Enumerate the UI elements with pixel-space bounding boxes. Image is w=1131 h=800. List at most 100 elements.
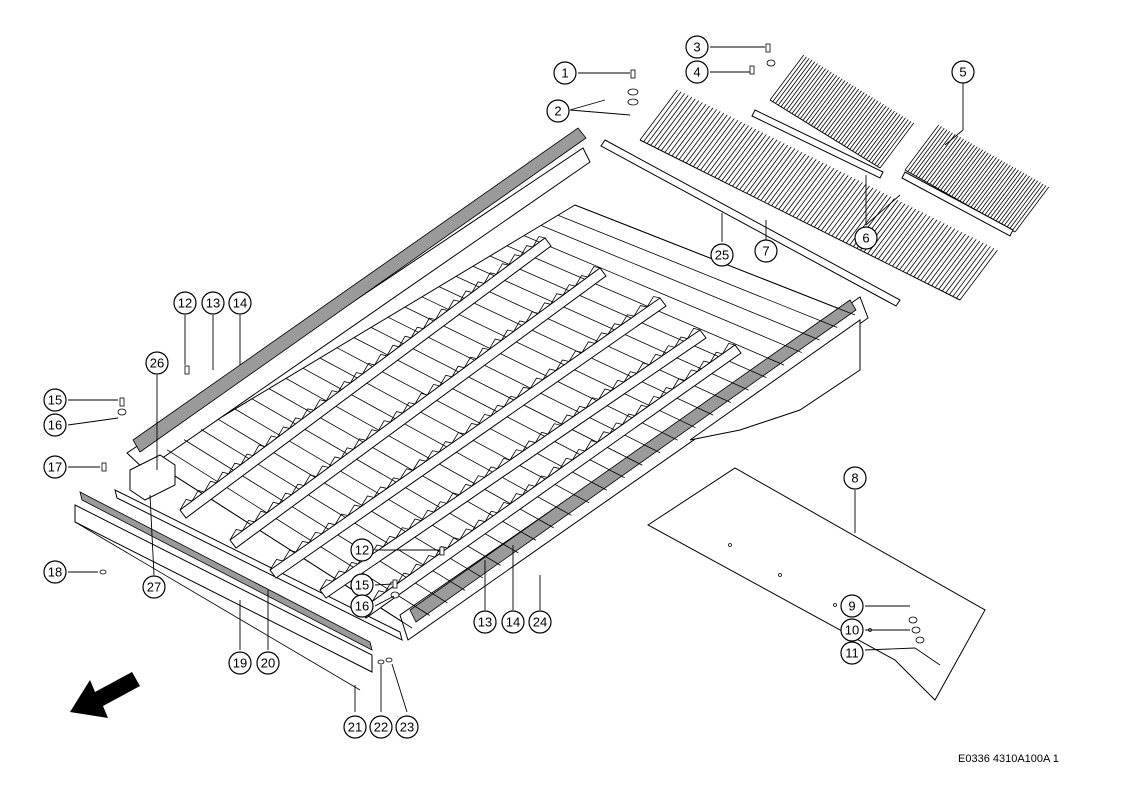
callout-number: 16 <box>355 599 369 614</box>
top-side-rail-strip <box>132 127 587 453</box>
callout-c26: 26 <box>145 351 169 375</box>
callout-number: 12 <box>178 296 192 311</box>
callout-c8: 8 <box>843 466 867 490</box>
callout-number: 10 <box>845 623 859 638</box>
grate-mount-strip-a <box>751 109 884 179</box>
callout-c27: 27 <box>142 575 166 599</box>
callout-c14a: 14 <box>228 291 252 315</box>
callout-c22: 22 <box>369 715 393 739</box>
callout-number: 23 <box>400 720 414 735</box>
callout-number: 13 <box>478 615 492 630</box>
sieve-frame <box>74 127 869 691</box>
callout-c3: 3 <box>685 35 709 59</box>
callout-number: 14 <box>233 296 247 311</box>
callout-c11: 11 <box>840 641 864 665</box>
bolt-12a <box>184 365 190 375</box>
washer-2 <box>627 88 639 96</box>
callout-c15b: 15 <box>350 573 374 597</box>
bolt-4 <box>749 65 755 75</box>
callout-c14b: 14 <box>501 610 525 634</box>
callout-number: 7 <box>762 244 769 259</box>
callout-number: 17 <box>48 460 62 475</box>
bolt-15b <box>392 579 398 589</box>
top-side-rail <box>126 147 591 471</box>
callout-number: 27 <box>147 580 161 595</box>
callout-number: 3 <box>693 40 700 55</box>
grate-mount-strip-b <box>901 171 1014 237</box>
callout-number: 24 <box>533 615 547 630</box>
callout-c1: 1 <box>553 61 577 85</box>
callout-number: 19 <box>233 656 247 671</box>
washer-18 <box>99 569 107 575</box>
callout-number: 12 <box>355 543 369 558</box>
callout-c15a: 15 <box>43 388 67 412</box>
callout-c13a: 13 <box>201 291 225 315</box>
bolt-17 <box>101 462 107 472</box>
callout-number: 8 <box>851 471 858 486</box>
finger-grate-upper-left <box>769 54 915 169</box>
callout-c17: 17 <box>43 455 67 479</box>
washer-3 <box>766 59 776 67</box>
callout-c16b: 16 <box>350 594 374 618</box>
callout-c23: 23 <box>395 715 419 739</box>
callout-c19: 19 <box>228 651 252 675</box>
callout-c16a: 16 <box>43 413 67 437</box>
washer-2b <box>627 98 639 106</box>
louvre-bars <box>179 236 742 619</box>
bolt-1 <box>630 69 636 79</box>
washer-9 <box>908 616 918 624</box>
washer-22 <box>377 659 385 665</box>
callout-number: 15 <box>48 393 62 408</box>
callout-c9: 9 <box>840 594 864 618</box>
callout-number: 13 <box>206 296 220 311</box>
callout-number: 26 <box>150 356 164 371</box>
front-rail-strip-20 <box>79 491 373 651</box>
nut-11 <box>915 636 925 644</box>
bolt-15a <box>119 397 125 407</box>
grate-strip-25 <box>600 139 901 307</box>
cover-plate <box>647 467 986 701</box>
callout-number: 25 <box>715 248 729 263</box>
corner-bracket <box>129 454 176 501</box>
callout-c18: 18 <box>43 560 67 584</box>
right-end-panel <box>689 319 861 441</box>
callout-number: 9 <box>848 599 855 614</box>
callout-number: 5 <box>959 65 966 80</box>
leader-lines <box>67 46 964 713</box>
bolt-12b <box>439 546 445 556</box>
callout-c4: 4 <box>685 60 709 84</box>
callout-c5: 5 <box>951 60 975 84</box>
callout-c25: 25 <box>710 243 734 267</box>
callout-c20: 20 <box>256 651 280 675</box>
callout-number: 6 <box>862 231 869 246</box>
callout-number: 22 <box>374 720 388 735</box>
callout-c12a: 12 <box>173 291 197 315</box>
callout-number: 14 <box>506 615 520 630</box>
callout-c7: 7 <box>754 239 778 263</box>
finger-grate-lower <box>639 89 998 301</box>
callout-c6: 6 <box>854 226 878 250</box>
washer-16a <box>117 408 127 416</box>
drawing-reference-code: E0336 4310A100A 1 <box>958 753 1059 765</box>
callout-number: 15 <box>355 578 369 593</box>
front-rail-lower-edge <box>74 521 361 691</box>
callout-number: 18 <box>48 565 62 580</box>
washer-23 <box>385 657 393 663</box>
callout-c10: 10 <box>840 618 864 642</box>
washer-10 <box>911 626 921 634</box>
right-side-rail-strip <box>409 299 857 623</box>
bolt-3 <box>765 43 771 53</box>
arrow-forward-left-icon <box>70 672 140 718</box>
callout-number: 11 <box>845 646 859 661</box>
front-rail-19 <box>114 489 403 641</box>
callout-c13b: 13 <box>473 610 497 634</box>
fasteners <box>99 43 925 665</box>
callout-c2: 2 <box>546 99 570 123</box>
front-rail-21 <box>74 504 373 673</box>
callout-c12b: 12 <box>350 538 374 562</box>
callout-number: 4 <box>693 65 700 80</box>
callout-number: 16 <box>48 418 62 433</box>
callout-c24: 24 <box>528 610 552 634</box>
